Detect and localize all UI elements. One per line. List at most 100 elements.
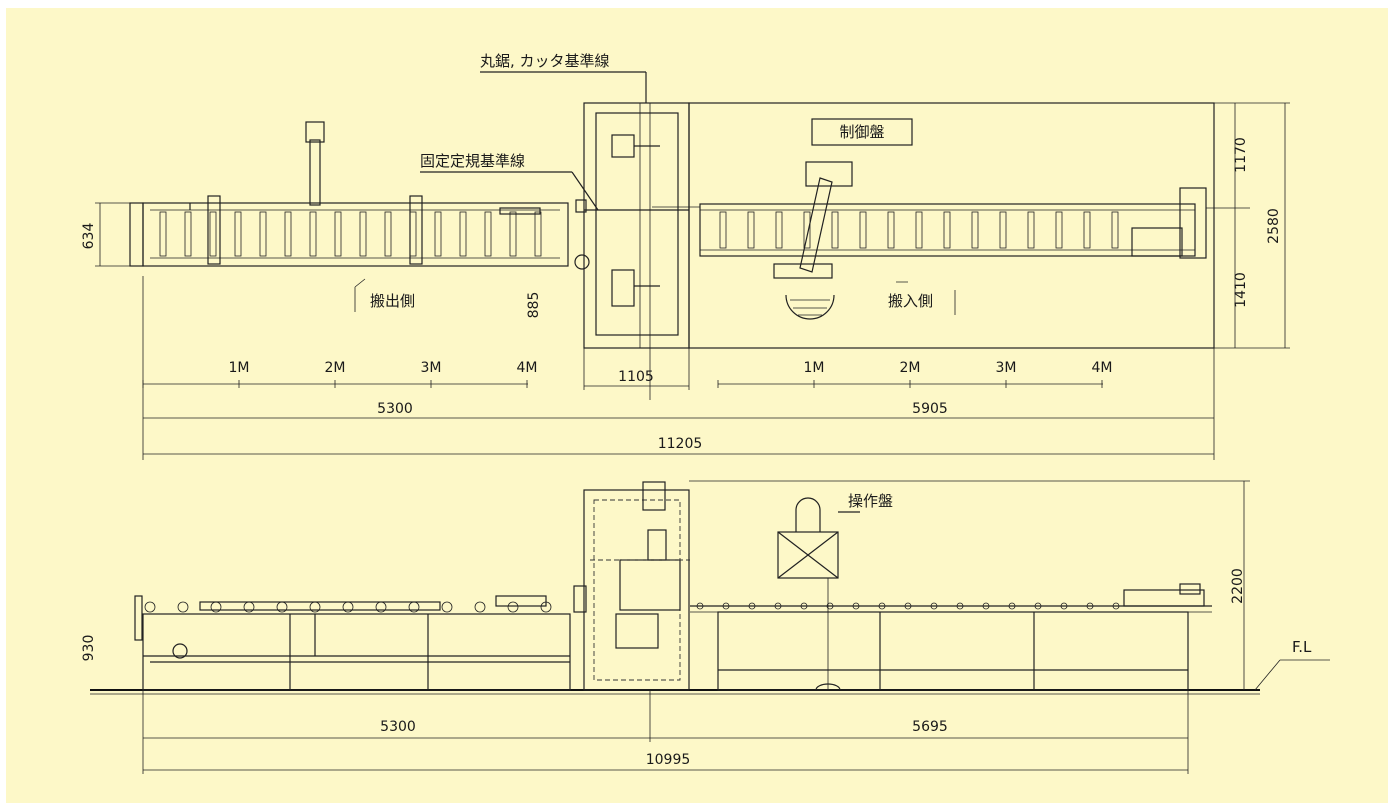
roller	[177, 601, 189, 613]
roller	[184, 211, 192, 257]
dim-1170: 1170	[1233, 137, 1249, 173]
roller	[309, 601, 321, 613]
roller	[878, 602, 886, 610]
roller	[803, 211, 811, 249]
roller	[775, 211, 783, 249]
roller	[1008, 602, 1016, 610]
scale-label: 1M	[804, 360, 825, 376]
dim-1105: 1105	[618, 369, 654, 385]
roller	[534, 211, 542, 257]
saw-column-side	[573, 481, 690, 691]
roller	[1112, 602, 1120, 610]
roller	[276, 601, 288, 613]
roller	[930, 602, 938, 610]
roller	[375, 601, 387, 613]
dim-11205: 11205	[658, 436, 703, 452]
roller	[540, 601, 552, 613]
roller	[342, 601, 354, 613]
fixed-line-label: 固定定規基準線	[420, 152, 525, 170]
roller	[956, 602, 964, 610]
roller	[434, 211, 442, 257]
roller	[1086, 602, 1094, 610]
roller	[748, 602, 756, 610]
roller	[774, 602, 782, 610]
roller	[1055, 211, 1063, 249]
roller	[1034, 602, 1042, 610]
scale-label: 2M	[325, 360, 346, 376]
roller	[159, 211, 167, 257]
roller	[234, 211, 242, 257]
dim-930: 930	[81, 635, 97, 662]
roller	[209, 211, 217, 257]
roller	[359, 211, 367, 257]
roller	[982, 602, 990, 610]
roller	[408, 601, 420, 613]
control-panel-label: 制御盤	[839, 123, 884, 141]
roller	[943, 211, 951, 249]
operation-panel-label: 操作盤	[848, 492, 893, 510]
scale-label: 3M	[421, 360, 442, 376]
plan-view: 制御盤 丸鋸, カッタ基準線 固定定規基準線 搬出側 搬入側 634 885 1…	[81, 52, 1290, 460]
roller	[971, 211, 979, 249]
roller	[484, 211, 492, 257]
infeed-conveyor-plan	[652, 102, 1250, 349]
dim-2200: 2200	[1230, 568, 1246, 604]
roller	[904, 602, 912, 610]
dim-5300-side: 5300	[380, 719, 416, 735]
roller	[1111, 211, 1119, 249]
roller	[915, 211, 923, 249]
roller	[1060, 602, 1068, 610]
roller	[800, 602, 808, 610]
dim-634: 634	[81, 223, 97, 250]
roller	[509, 211, 517, 257]
roller	[309, 211, 317, 257]
roller	[826, 602, 834, 610]
elevation-view: F.L	[81, 480, 1330, 774]
roller	[887, 211, 895, 249]
roller	[719, 211, 727, 249]
roller	[210, 601, 222, 613]
dim-885: 885	[526, 292, 542, 319]
dim-5695: 5695	[912, 719, 948, 735]
dim-5300-top: 5300	[377, 401, 413, 417]
dim-10995: 10995	[646, 752, 691, 768]
operation-panel-side: 操作盤	[777, 492, 893, 691]
paper-background	[6, 8, 1388, 803]
scale-label: 3M	[996, 360, 1017, 376]
saw-line-label: 丸鋸, カッタ基準線	[480, 52, 610, 70]
outfeed-label: 搬出側	[370, 292, 415, 310]
roller	[243, 601, 255, 613]
roller	[999, 211, 1007, 249]
scale-label: 1M	[229, 360, 250, 376]
control-panel-box	[811, 118, 913, 146]
roller	[384, 211, 392, 257]
dim-1410: 1410	[1233, 272, 1249, 308]
roller	[284, 211, 292, 257]
scale-label: 4M	[517, 360, 538, 376]
scale-label: 4M	[1092, 360, 1113, 376]
dim-5905: 5905	[912, 401, 948, 417]
roller	[441, 601, 453, 613]
roller	[747, 211, 755, 249]
roller	[831, 211, 839, 249]
roller	[722, 602, 730, 610]
roller	[1083, 211, 1091, 249]
roller	[144, 601, 156, 613]
roller	[474, 601, 486, 613]
infeed-label: 搬入側	[888, 292, 933, 310]
roller	[859, 211, 867, 249]
dim-2580: 2580	[1266, 208, 1282, 244]
infeed-table-side	[690, 583, 1212, 691]
roller	[334, 211, 342, 257]
outfeed-table-side	[134, 595, 571, 691]
floor-line-label: F.L	[1292, 638, 1312, 656]
roller	[852, 602, 860, 610]
roller	[1027, 211, 1035, 249]
roller	[696, 602, 704, 610]
roller	[459, 211, 467, 257]
roller	[507, 601, 519, 613]
outfeed-conveyor-plan	[142, 121, 569, 267]
scale-label: 2M	[900, 360, 921, 376]
